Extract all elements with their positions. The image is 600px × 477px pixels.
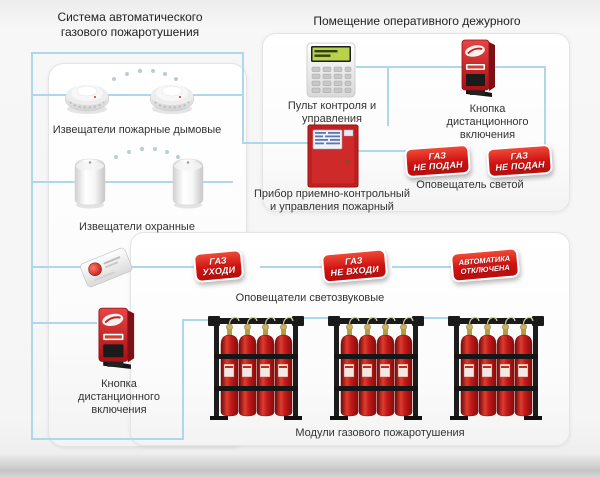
smoke-detector-icon	[64, 76, 110, 116]
keypad-label: Пульт контроля и управления	[287, 100, 377, 125]
sign-line-2: НЕ ПОДАН	[495, 159, 546, 173]
page-bottom-shade	[0, 453, 600, 477]
remote-button-bottom-label: Кнопка дистанционного включения	[78, 378, 160, 416]
control-keypad-icon	[306, 42, 356, 98]
connection-line-rack-link-1	[302, 317, 330, 319]
security-detector-icon	[72, 157, 108, 209]
sound-light-annunciators-label: Оповещатели светозвуковые	[235, 292, 385, 304]
no-gas-sign-2: ГАЗ НЕ ПОДАН	[486, 143, 554, 179]
connection-line-top	[31, 52, 243, 54]
security-detectors-label: Извещатели охранные	[79, 221, 195, 233]
gas-module-rack-icon	[208, 310, 304, 422]
sign-face: ГАЗ НЕ ВХОДИ	[322, 250, 386, 282]
light-annunciator-label: Оповещатель светой	[416, 179, 524, 191]
connection-line-sign-drop	[544, 66, 546, 148]
connection-line-keypad-panel	[387, 66, 389, 126]
connection-line-bottom	[31, 438, 184, 440]
remote-release-button-icon	[458, 38, 498, 98]
gas-no-entry-sign: ГАЗ НЕ ВХОДИ	[320, 248, 388, 284]
wireless-link-dots-smoke	[112, 68, 178, 81]
connection-line-signs-1	[260, 266, 326, 268]
duty-room-title: Помещение оперативного дежурного	[313, 14, 521, 28]
connection-line-panel-sign	[358, 150, 406, 152]
fire-panel-label: Прибор приемно-контрольный и управления …	[254, 188, 410, 213]
automation-off-sign: АВТОМАТИКА ОТКЛЮЧЕНА	[449, 247, 520, 283]
system-title: Система автоматического газового пожарот…	[57, 10, 203, 39]
remote-release-button-icon	[94, 306, 138, 370]
connection-line-button	[31, 322, 97, 324]
connection-line-signs-2	[392, 266, 454, 268]
sounder-icon	[78, 246, 134, 288]
sign-face: ГАЗ НЕ ПОДАН	[488, 145, 552, 177]
sign-line-2: НЕ ПОДАН	[413, 159, 464, 173]
connection-line-rack-link-2	[422, 317, 450, 319]
security-detector-icon	[170, 157, 206, 209]
wireless-link-dots-security	[114, 146, 180, 159]
no-gas-sign-1: ГАЗ НЕ ПОДАН	[404, 143, 472, 179]
gas-leave-sign: ГАЗ УХОДИ	[192, 248, 245, 284]
gas-module-rack-icon	[448, 310, 544, 422]
sign-face: ГАЗ НЕ ПОДАН	[406, 145, 470, 177]
gas-modules-label: Модули газового пожаротушения	[295, 427, 465, 439]
connection-line-rack-feed	[182, 319, 212, 321]
sign-face: ГАЗ УХОДИ	[194, 251, 242, 281]
smoke-detectors-label: Извещатели пожарные дымовые	[52, 124, 222, 136]
connection-line-security	[31, 181, 233, 183]
gas-module-rack-icon	[328, 310, 424, 422]
connection-line-to-panel	[242, 142, 334, 144]
connection-line-keypad-right	[356, 66, 546, 68]
connection-line-riser	[182, 320, 184, 440]
fire-control-panel-icon	[307, 124, 359, 188]
remote-button-top-label: Кнопка дистанционного включения	[446, 103, 529, 141]
connection-line-bus-vertical	[31, 52, 33, 440]
connection-line-right-drop	[242, 52, 244, 144]
connection-line-smoke	[31, 94, 243, 96]
smoke-detector-icon	[149, 76, 195, 116]
sign-face: АВТОМАТИКА ОТКЛЮЧЕНА	[451, 249, 518, 281]
sign-line-2: УХОДИ	[202, 264, 236, 278]
